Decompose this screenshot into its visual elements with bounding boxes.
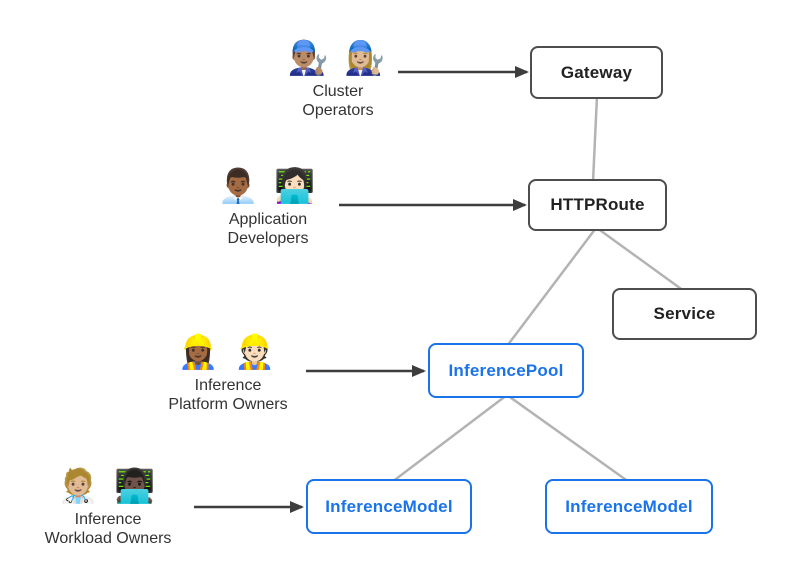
persona-label-line: Developers <box>227 230 309 247</box>
persona-inference-workload-owners: 🧑🏼‍⚕️ 👨🏿‍💻 Inference Workload Owners <box>8 462 208 548</box>
node-httproute-label: HTTPRoute <box>550 195 645 214</box>
persona-label-line: Cluster <box>312 83 364 100</box>
inference-platform-owners-emoji-icon: 👷🏾‍♀️ 👷🏻 <box>177 333 279 370</box>
node-inferencemodel-2: InferenceModel <box>545 479 713 534</box>
persona-cluster-operators: 👨🏽‍🔧 👩🏼‍🔧 Cluster Operators <box>238 34 438 120</box>
edge-httproute-inferencepool <box>506 227 597 347</box>
node-gateway-label: Gateway <box>560 62 633 82</box>
cluster-operators-emoji-icon: 👨🏽‍🔧 👩🏼‍🔧 <box>287 39 389 76</box>
node-inferencepool: InferencePool <box>428 343 584 398</box>
node-gateway: Gateway <box>530 46 663 99</box>
application-developers-emoji-icon: 👨🏾‍💼 👩🏻‍💻 <box>217 167 319 204</box>
persona-label-line: Operators <box>302 102 374 119</box>
persona-label-line: Inference <box>194 377 262 394</box>
persona-label-line: Inference <box>74 511 142 528</box>
edge-httproute-service <box>596 226 685 293</box>
persona-inference-platform-owners: 👷🏾‍♀️ 👷🏻 Inference Platform Owners <box>128 328 328 414</box>
persona-label-line: Workload Owners <box>44 530 172 547</box>
node-service: Service <box>612 288 757 340</box>
node-httproute: HTTPRoute <box>528 179 667 231</box>
node-inferencepool-label: InferencePool <box>448 360 564 380</box>
persona-label-line: Application <box>228 211 308 228</box>
node-inferencemodel-2-label: InferenceModel <box>565 496 693 516</box>
node-service-label: Service <box>653 304 716 323</box>
persona-application-developers: 👨🏾‍💼 👩🏻‍💻 Application Developers <box>168 162 368 248</box>
edge-gateway-httproute <box>591 95 599 183</box>
inference-workload-owners-emoji-icon: 🧑🏼‍⚕️ 👨🏿‍💻 <box>57 467 159 504</box>
persona-label-line: Platform Owners <box>168 396 288 413</box>
edge-inferencepool-inferencemodel-1 <box>391 394 508 483</box>
edge-inferencepool-inferencemodel-2 <box>506 393 630 484</box>
node-inferencemodel-1-label: InferenceModel <box>325 496 453 516</box>
node-inferencemodel-1: InferenceModel <box>306 479 472 534</box>
